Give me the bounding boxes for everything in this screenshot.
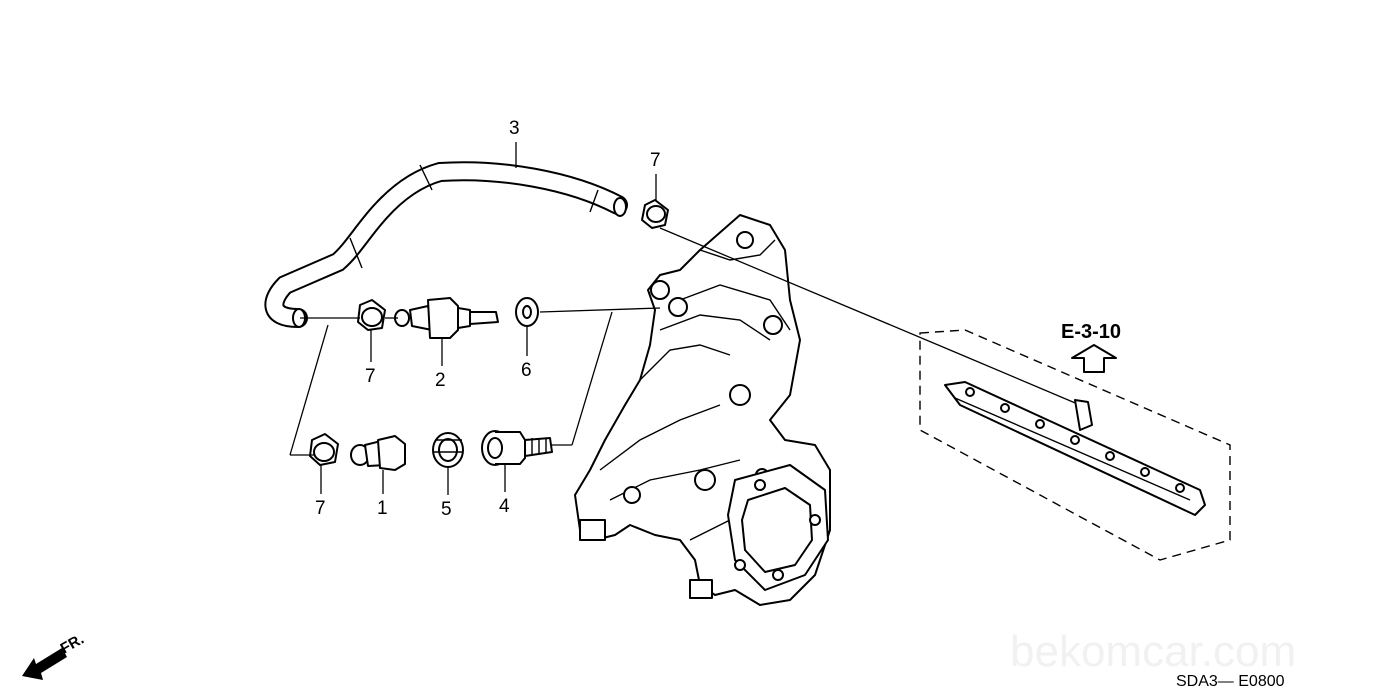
clamp-7-lower [309,433,339,466]
breather-hose [264,161,628,328]
callout-5: 5 [441,499,452,520]
callout-7-middle: 7 [365,366,376,387]
watermark: bekomcar.com [1010,627,1296,676]
clamp-7-middle [357,299,386,331]
forward-direction-indicator: FR. [22,631,87,680]
engine-bracket [574,214,831,606]
washer-6 [515,297,539,327]
forward-direction-arrow-icon [22,648,67,680]
pcv-valve-1 [350,435,406,471]
callout-1: 1 [377,498,388,519]
callout-2: 2 [435,370,446,391]
section-reference-label[interactable]: E-3-10 [1061,321,1121,343]
callout-3: 3 [509,118,520,139]
pcv-fitting-2 [394,297,499,339]
grommet-5 [432,432,464,468]
callout-7-top: 7 [650,150,661,171]
clamp-7-top [641,199,669,229]
callout-6: 6 [521,360,532,381]
callout-4: 4 [499,496,510,517]
callout-7-lower: 7 [315,498,326,519]
leader-lines [289,227,1081,456]
diagram-code: SDA3— E0800 [1176,673,1285,690]
joint-4 [481,430,553,466]
reference-box [919,329,1231,561]
up-arrow-reference-icon [1071,344,1117,373]
